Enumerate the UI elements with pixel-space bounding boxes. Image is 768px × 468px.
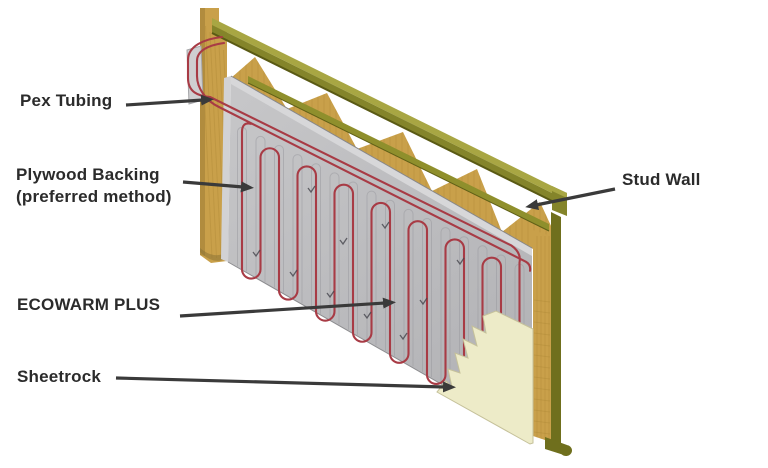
bottom-foot-round-end	[560, 445, 572, 456]
sheetrock-label: Sheetrock	[17, 367, 102, 386]
ecowarm-plus-label: ECOWARM PLUS	[17, 295, 161, 314]
tube-clip-icon	[381, 221, 390, 230]
channel-rib	[403, 208, 414, 367]
stud-wall-arrow	[525, 187, 616, 210]
grain-line	[205, 25, 217, 259]
tube-clip-icon	[339, 237, 348, 246]
grain-line	[533, 332, 551, 336]
plywood-backing-line1: Plywood Backing	[16, 165, 160, 184]
left-stud-bottom-shade	[200, 248, 227, 261]
tube-clip-icon	[456, 257, 465, 266]
ecowarm-panel-top-chamfer	[231, 76, 532, 256]
rear-rail-edge	[247, 82, 550, 232]
tube-clip-icon	[326, 290, 335, 299]
rear-plate-rail	[248, 76, 549, 231]
top-plate-end-cap-top	[552, 186, 567, 198]
grain-line	[533, 398, 551, 402]
channel-rib	[440, 227, 451, 388]
grain-line	[533, 365, 551, 369]
plywood-backing-line2: (preferred method)	[16, 187, 172, 206]
grain-line	[533, 376, 551, 380]
ecowarm-plus-arrow	[179, 297, 396, 318]
grain-line	[533, 420, 551, 424]
tube-clip-icon	[399, 332, 408, 341]
tube-clip-icon	[419, 297, 428, 306]
channel-rib	[292, 154, 303, 304]
sheetrock-arrow	[115, 376, 456, 393]
grain-line	[533, 409, 551, 413]
ecowarm-panel-side-edge	[221, 76, 231, 262]
top-plate-front-face	[212, 25, 552, 201]
tube-clip-marks	[252, 185, 465, 341]
pex-tubing-arrow	[125, 94, 214, 107]
sheetrock-panel	[436, 310, 534, 445]
channel-rib	[329, 172, 340, 325]
grain-line	[533, 387, 551, 391]
grain-line	[533, 310, 551, 314]
right-end-stud	[533, 230, 551, 442]
left-end-stud	[200, 8, 227, 263]
leader-arrows	[115, 94, 616, 393]
right-olive-strip	[551, 212, 561, 448]
top-plate-bottom-edge	[211, 32, 553, 202]
grain-line	[533, 354, 551, 358]
panel-top-edge-line	[230, 75, 533, 249]
pex-tube-return-line	[195, 41, 532, 272]
channel-rib	[366, 190, 377, 346]
pex-tubing-label: Pex Tubing	[20, 91, 113, 110]
stud-wall-label: Stud Wall	[622, 170, 701, 189]
tube-clip-icon	[363, 311, 372, 320]
grain-line	[533, 299, 551, 303]
plywood-backing-arrow	[182, 180, 254, 193]
top-plate-top-face	[212, 18, 552, 193]
grain-line	[533, 321, 551, 325]
plywood-backing-label: Plywood Backing (preferred method)	[16, 164, 172, 208]
left-stud-shadow-edge	[200, 8, 205, 256]
right-stud-grain	[533, 236, 551, 442]
grain-line	[533, 431, 551, 435]
grain-line	[209, 31, 222, 259]
channel-rib	[477, 245, 488, 409]
grain-line	[533, 343, 551, 347]
channel-rib	[255, 135, 266, 283]
tube-clip-icon	[289, 269, 298, 278]
tube-clip-icon	[307, 185, 316, 194]
tube-clip-icon	[252, 249, 261, 258]
